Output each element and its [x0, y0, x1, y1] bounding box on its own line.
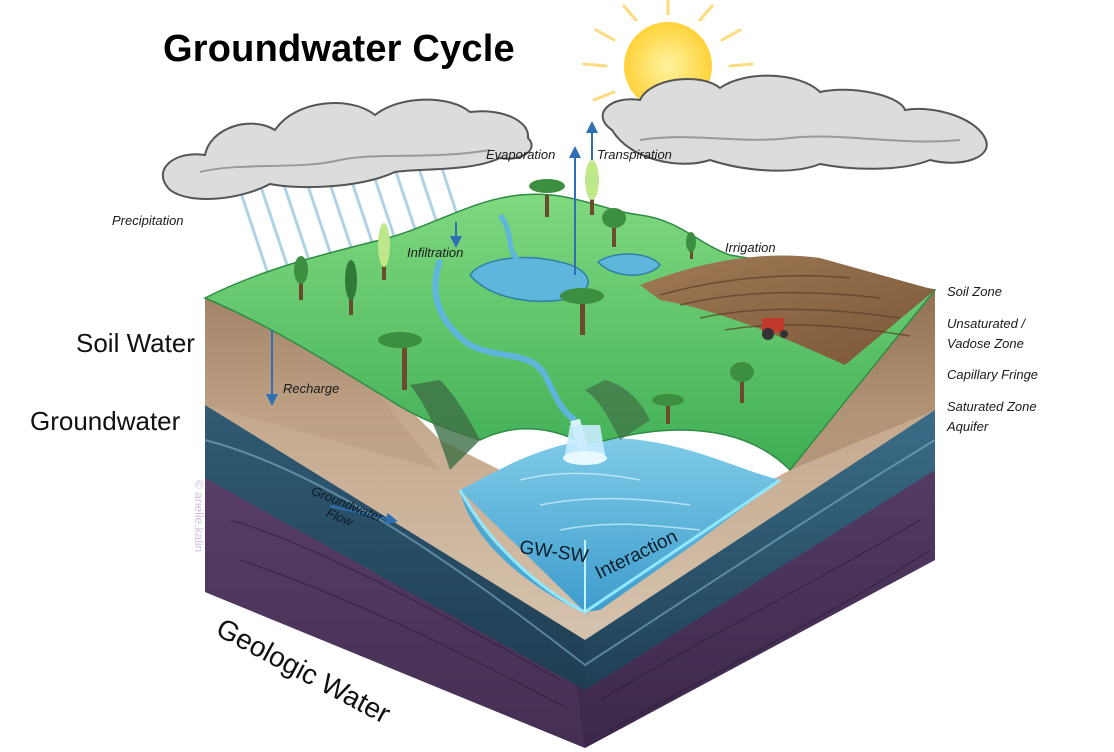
infiltration-label: Infiltration	[407, 245, 464, 260]
unsaturated-zone-label: Unsaturated / Vadose Zone	[947, 314, 1025, 354]
tree-icon	[560, 288, 604, 335]
capillary-fringe-label: Capillary Fringe	[947, 367, 1039, 382]
tree-icon	[345, 260, 357, 315]
groundwater-label: Groundwater	[30, 406, 181, 436]
transpiration-label: Transpiration	[597, 147, 672, 162]
tree-icon	[529, 179, 565, 217]
tree-icon	[602, 208, 626, 247]
tractor-icon	[762, 318, 788, 340]
unsaturated-line1: Unsaturated /	[947, 316, 1026, 331]
tree-icon	[686, 232, 696, 259]
unsaturated-line2: Vadose Zone	[947, 336, 1024, 351]
tree-icon	[378, 223, 390, 280]
soil-zone-label: Soil Zone	[947, 284, 1002, 299]
tree-icon	[378, 332, 422, 390]
tree-icon	[652, 394, 684, 424]
tree-icon	[294, 256, 308, 300]
waterfall	[563, 425, 607, 465]
irrigation-label: Irrigation	[725, 240, 776, 255]
evaporation-label: Evaporation	[486, 147, 556, 162]
precipitation-label: Precipitation	[112, 213, 184, 228]
process-arrows	[266, 121, 598, 525]
saturated-zone-label: Saturated Zone Aquifer	[947, 397, 1037, 437]
saturated-zone-line: Saturated Zone	[947, 399, 1037, 414]
cloud-icon	[601, 74, 988, 172]
landscape-surface	[203, 160, 937, 472]
groundwater-flow-arrow	[329, 505, 398, 525]
recharge-label: Recharge	[283, 381, 340, 396]
soil-water-label: Soil Water	[76, 328, 195, 358]
lake	[458, 438, 781, 615]
tree-icon	[585, 160, 599, 215]
tree-icon	[730, 362, 754, 403]
watermark-text: © arielle.kalin	[192, 480, 206, 553]
page-title: Groundwater Cycle	[163, 28, 515, 70]
aquifer-line: Aquifer	[947, 419, 989, 434]
